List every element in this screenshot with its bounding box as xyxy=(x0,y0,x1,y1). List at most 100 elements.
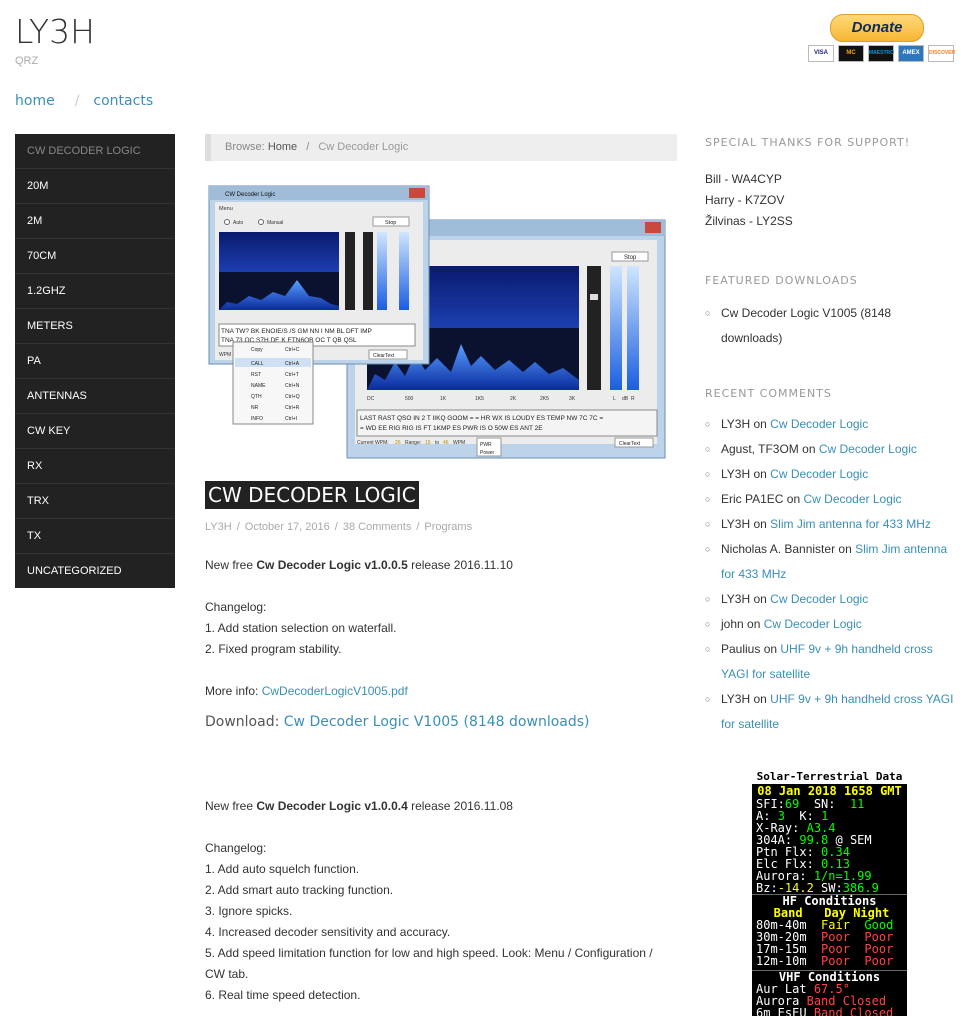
window1-stop-button[interactable]: Stop xyxy=(385,220,396,226)
range-low: 15 xyxy=(425,440,431,446)
comment-post-link[interactable]: UHF 9v + 9h handheld cross YAGI xyxy=(770,692,954,706)
featured-widget-title: FEATURED DOWNLOADS xyxy=(705,274,858,287)
site-title[interactable]: LY3H xyxy=(15,12,95,51)
window1-decoded-line2: TNA 73 OC S7H DE K ETN6QB OC T QB QSL xyxy=(221,337,357,344)
window2-axis-2k: 2K xyxy=(510,396,517,402)
release-1005: New free Cw Decoder Logic v1.0.0.5 relea… xyxy=(205,555,665,576)
breadcrumb-home[interactable]: Home xyxy=(267,141,298,153)
vhf-value: Band Closed xyxy=(813,1006,894,1016)
auto-radio[interactable]: Auto xyxy=(233,220,244,226)
window1-wpm-label: WPM xyxy=(219,352,231,358)
k-label: K: xyxy=(799,809,814,823)
release-1005-pre: New free xyxy=(205,558,257,572)
thanks-list: Bill - WA4CYP Harry - K7ZOV Žilvinas - L… xyxy=(705,169,965,232)
comment-post-link[interactable]: Cw Decoder Logic xyxy=(763,617,862,631)
comment-on: on xyxy=(750,467,771,481)
comment-post-link[interactable]: UHF 9v + 9h handheld cross xyxy=(780,642,933,656)
category-1-2ghz[interactable]: 1.2GHZ xyxy=(15,273,175,308)
release-1004: New free Cw Decoder Logic v1.0.0.4 relea… xyxy=(205,796,665,817)
comment-on: on xyxy=(750,517,771,531)
solar-row-ak: A: 3 K: 1 xyxy=(752,810,907,822)
pwr-button[interactable]: PWR xyxy=(480,442,492,448)
comment-post-link[interactable]: Cw Decoder Logic xyxy=(818,442,917,456)
solar-terrestrial-widget[interactable]: Solar-Terrestrial Data 08 Jan 2018 1658 … xyxy=(752,770,907,1016)
solar-row-xray: X-Ray: A3.4 xyxy=(752,822,907,834)
category-cw-decoder-logic[interactable]: CW DECODER LOGIC xyxy=(27,145,141,157)
comment-post-link-cont[interactable]: YAGI for satellite xyxy=(721,667,811,681)
right-sidebar: SPECIAL THANKS FOR SUPPORT! Bill - WA4CY… xyxy=(705,134,965,737)
category-rx[interactable]: RX xyxy=(15,448,175,483)
comment-post-link[interactable]: Cw Decoder Logic xyxy=(770,467,869,481)
window2-clear-button[interactable]: ClearText xyxy=(619,441,641,447)
donate-button[interactable]: Donate xyxy=(830,14,924,42)
window1-clear-button[interactable]: ClearText xyxy=(373,353,395,359)
ctx-call-shortcut: Ctrl+A xyxy=(285,361,300,367)
category-pa[interactable]: PA xyxy=(15,343,175,378)
post-author[interactable]: LY3H xyxy=(205,521,232,533)
hf-day: Poor xyxy=(821,942,850,956)
program-screenshot[interactable]: nual Stop DC 500 1K 1K5 2K 2K5 3K L dB R… xyxy=(205,184,670,464)
list-item: Agust, TF3OM on Cw Decoder Logic xyxy=(705,437,965,462)
ctx-qth[interactable]: QTH xyxy=(251,394,262,400)
window2-axis-2k5: 2K5 xyxy=(540,396,549,402)
post-title[interactable]: CW DECODER LOGIC xyxy=(205,481,419,509)
main-nav: home/contacts xyxy=(15,93,153,109)
manual-radio[interactable]: Manual xyxy=(267,220,283,226)
more-info-pdf-link[interactable]: CwDecoderLogicV1005.pdf xyxy=(261,684,408,698)
category-70cm[interactable]: 70CM xyxy=(15,238,175,273)
hf-conditions-title: HF Conditions xyxy=(752,894,907,907)
card-logos: VISA MC MAESTRO AMEX DISCOVER xyxy=(808,45,955,62)
post-comments-link[interactable]: 38 Comments xyxy=(342,521,412,533)
category-20m[interactable]: 20M xyxy=(15,168,175,203)
change-1004-1: 1. Add auto squelch function. xyxy=(205,862,360,876)
comment-author: Agust, TF3OM xyxy=(721,442,799,456)
comment-on: on xyxy=(750,592,771,606)
ctx-rst[interactable]: RST xyxy=(251,372,261,378)
list-item: Eric PA1EC on Cw Decoder Logic xyxy=(705,487,965,512)
recent-comments-title: RECENT COMMENTS xyxy=(705,387,832,400)
sfi-value: 69 xyxy=(784,797,800,811)
ctx-copy[interactable]: Copy xyxy=(251,347,263,353)
post-category[interactable]: Programs xyxy=(424,521,473,533)
category-meters[interactable]: METERS xyxy=(15,308,175,343)
visa-card-icon: VISA xyxy=(808,45,834,62)
sw-label: SW: xyxy=(821,881,843,895)
ptn-value: 0.34 xyxy=(821,845,850,859)
ctx-call[interactable]: CALL xyxy=(251,361,264,367)
category-tx[interactable]: TX xyxy=(15,518,175,553)
nav-contacts[interactable]: contacts xyxy=(93,93,154,109)
category-2m[interactable]: 2M xyxy=(15,203,175,238)
window2-axis-dc: DC xyxy=(367,396,375,402)
ctx-nr[interactable]: NR xyxy=(251,405,259,411)
thanks-item: Harry - K7ZOV xyxy=(705,193,785,207)
window2-axis-1k5: 1K5 xyxy=(475,396,484,402)
category-uncategorized[interactable]: UNCATEGORIZED xyxy=(15,553,175,588)
hf-night: Poor xyxy=(864,942,894,956)
comment-post-link[interactable]: Slim Jim antenna xyxy=(855,542,948,556)
category-antennas[interactable]: ANTENNAS xyxy=(15,378,175,413)
comment-post-link-cont[interactable]: for 433 MHz xyxy=(721,567,787,581)
featured-download-link[interactable]: Cw Decoder Logic V1005 (8148 xyxy=(721,306,892,320)
nav-home[interactable]: home xyxy=(15,93,55,109)
ctx-info[interactable]: INFO xyxy=(251,416,263,422)
download-link[interactable]: Cw Decoder Logic V1005 (8148 downloads) xyxy=(283,714,590,730)
he-value: 99.8 xyxy=(799,833,829,847)
comment-post-link[interactable]: Slim Jim antenna for 433 MHz xyxy=(770,517,931,531)
category-trx[interactable]: TRX xyxy=(15,483,175,518)
window2-axis-1k: 1K xyxy=(440,396,447,402)
elc-label: Elc Flx: xyxy=(756,857,814,871)
comment-post-link-cont[interactable]: for satellite xyxy=(721,717,780,731)
category-cw-key[interactable]: CW KEY xyxy=(15,413,175,448)
list-item: Paulius on UHF 9v + 9h handheld crossYAG… xyxy=(705,637,965,687)
comment-author: LY3H xyxy=(721,517,751,531)
comment-post-link[interactable]: Cw Decoder Logic xyxy=(770,592,869,606)
comment-post-link[interactable]: Cw Decoder Logic xyxy=(803,492,902,506)
featured-download-link-cont[interactable]: downloads) xyxy=(721,331,783,345)
a-value: 3 xyxy=(777,809,785,823)
ctx-name[interactable]: NAME xyxy=(251,383,266,389)
comment-author: LY3H xyxy=(721,592,751,606)
window1-menu[interactable]: Menu xyxy=(219,206,233,212)
comment-post-link[interactable]: Cw Decoder Logic xyxy=(770,417,869,431)
window2-stop-button[interactable]: Stop xyxy=(624,255,637,261)
hf-band: 80m-40m xyxy=(756,918,807,932)
